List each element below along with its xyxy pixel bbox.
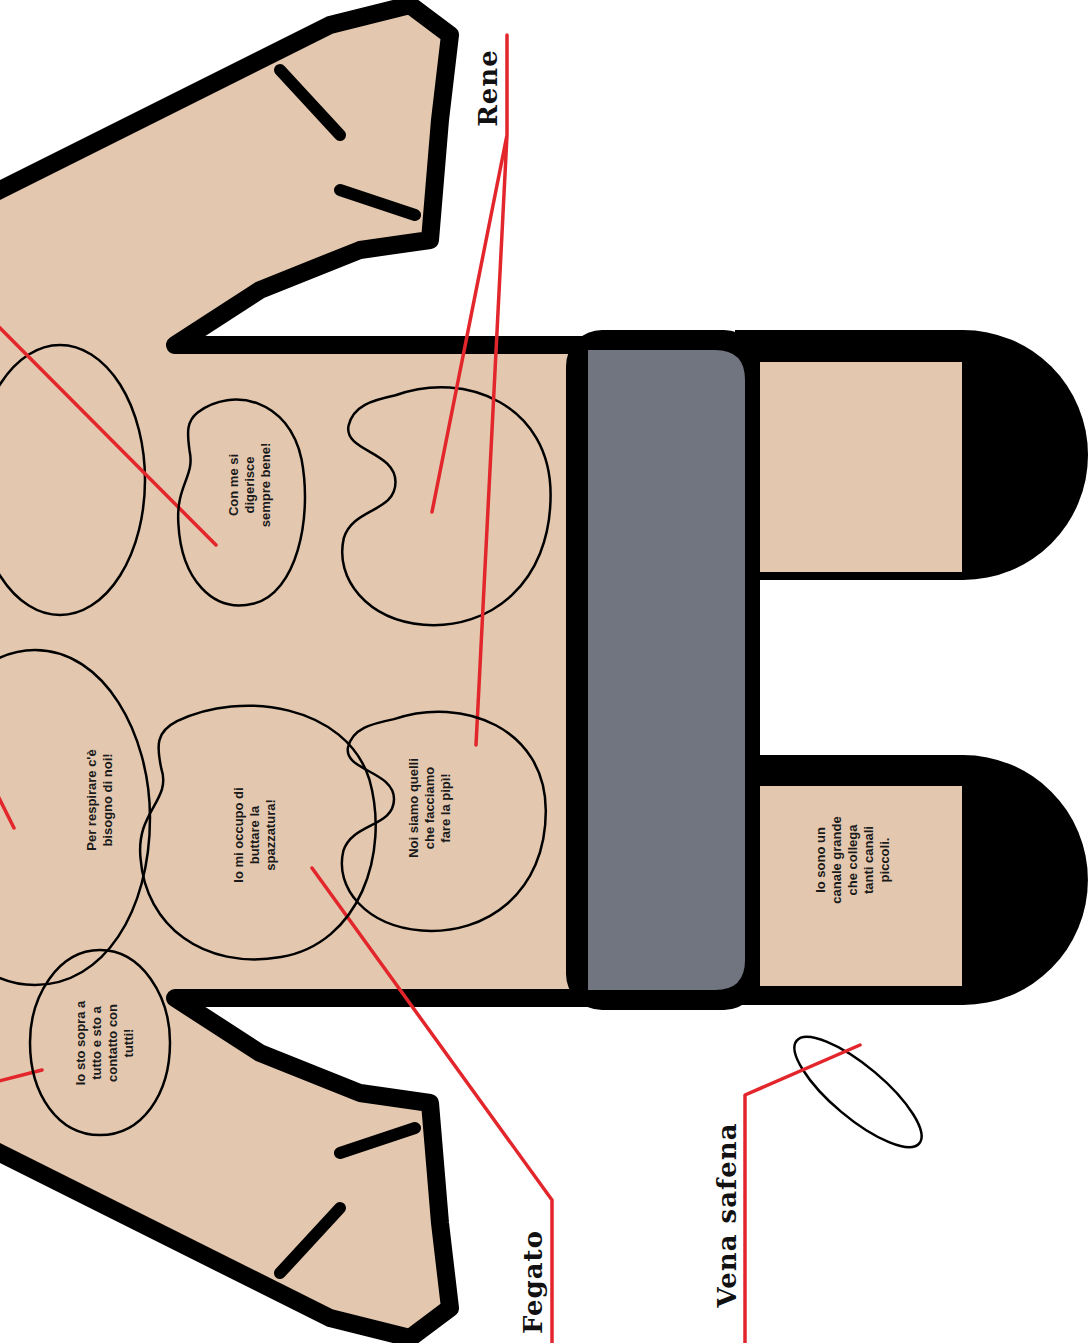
finger-lines <box>280 70 415 1273</box>
vein-outline <box>780 1021 936 1164</box>
shorts <box>588 350 745 990</box>
organ-outline-path <box>342 712 546 931</box>
leader-line <box>432 35 507 745</box>
leg-outline <box>735 755 1088 1005</box>
organ-outline <box>0 650 150 985</box>
organ-outline-path <box>140 706 376 960</box>
shorts-outline <box>566 330 760 1010</box>
part-name: Fegato <box>518 1230 548 1334</box>
organ-outline-path <box>0 650 150 985</box>
lung-organ: Per respirare c'è bisogno di noi! <box>0 650 150 985</box>
organ-speech: Noi siamo quelli che facciamo fare la pi… <box>406 757 454 859</box>
liver-organ: Io mi occupo di buttare la spazzatura! <box>125 700 385 965</box>
heart-outline <box>0 345 145 615</box>
skin-organ: Io sto sopra a tutto e sto a contatto co… <box>30 950 170 1135</box>
leader-line <box>0 318 216 545</box>
organ-outline-path <box>178 400 305 606</box>
leg-skin <box>760 786 962 986</box>
organ-outline-path <box>30 950 170 1135</box>
part-name: Rene <box>473 49 503 127</box>
organ-speech: Con me si digerisce sempre bene! <box>226 440 274 530</box>
kidney-organ: Noi siamo quelli che facciamo fare la pi… <box>325 705 555 940</box>
organ-speech: Io sto sopra a tutto e sto a contatto co… <box>73 993 137 1093</box>
leg-skin <box>760 362 962 572</box>
speech-text: Io sono un canale grande che collega tan… <box>813 816 893 904</box>
stomach-organ: Con me si digerisce sempre bene! <box>170 395 310 610</box>
leader-line <box>0 790 14 828</box>
organ-speech: Per respirare c'è bisogno di noi! <box>84 730 116 870</box>
leg-outline <box>735 330 1088 580</box>
leader-line <box>312 868 552 1343</box>
organ-speech: Io mi occupo di buttare la spazzatura! <box>231 779 279 891</box>
leader-line <box>745 1045 860 1343</box>
kidney-outline <box>342 387 550 625</box>
part-name: Vena safena <box>712 1122 742 1307</box>
